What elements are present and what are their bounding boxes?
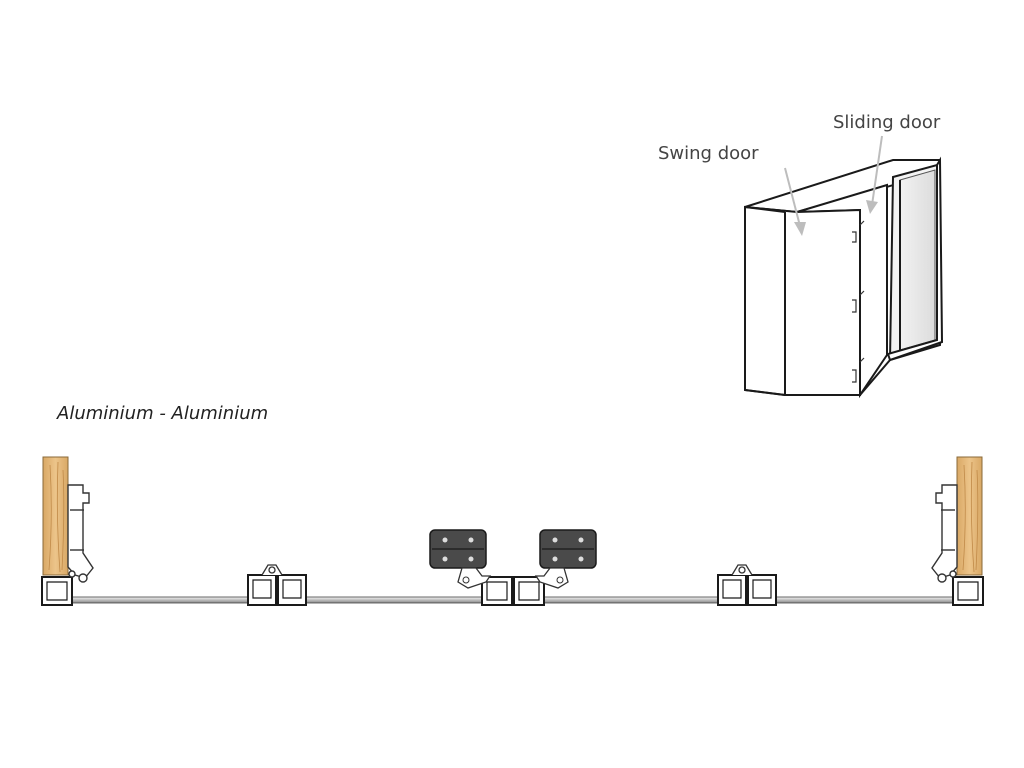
center-hinge-left-icon (429, 529, 492, 589)
swing-arrow-icon (784, 167, 806, 236)
center-hinge-right-icon (534, 529, 597, 589)
joint-connectors (261, 564, 753, 576)
sliding-door-label: Sliding door (833, 112, 941, 133)
swing-door-label: Swing door (658, 143, 759, 164)
sliding-arrow-icon (866, 135, 883, 214)
aluminium-profiles (41, 574, 984, 606)
material-title: Aluminium - Aluminium (56, 403, 268, 424)
left-hinge-icon (67, 484, 94, 583)
cross-section (41, 456, 984, 606)
right-hinge-icon (931, 484, 958, 583)
right-wood-jamb (956, 456, 983, 576)
cabinet-illustration (744, 135, 944, 399)
swing-door-panel (744, 205, 861, 396)
cabinet-inner-wall (899, 169, 936, 351)
hinge-marks (852, 220, 865, 383)
left-wood-jamb (42, 456, 69, 576)
